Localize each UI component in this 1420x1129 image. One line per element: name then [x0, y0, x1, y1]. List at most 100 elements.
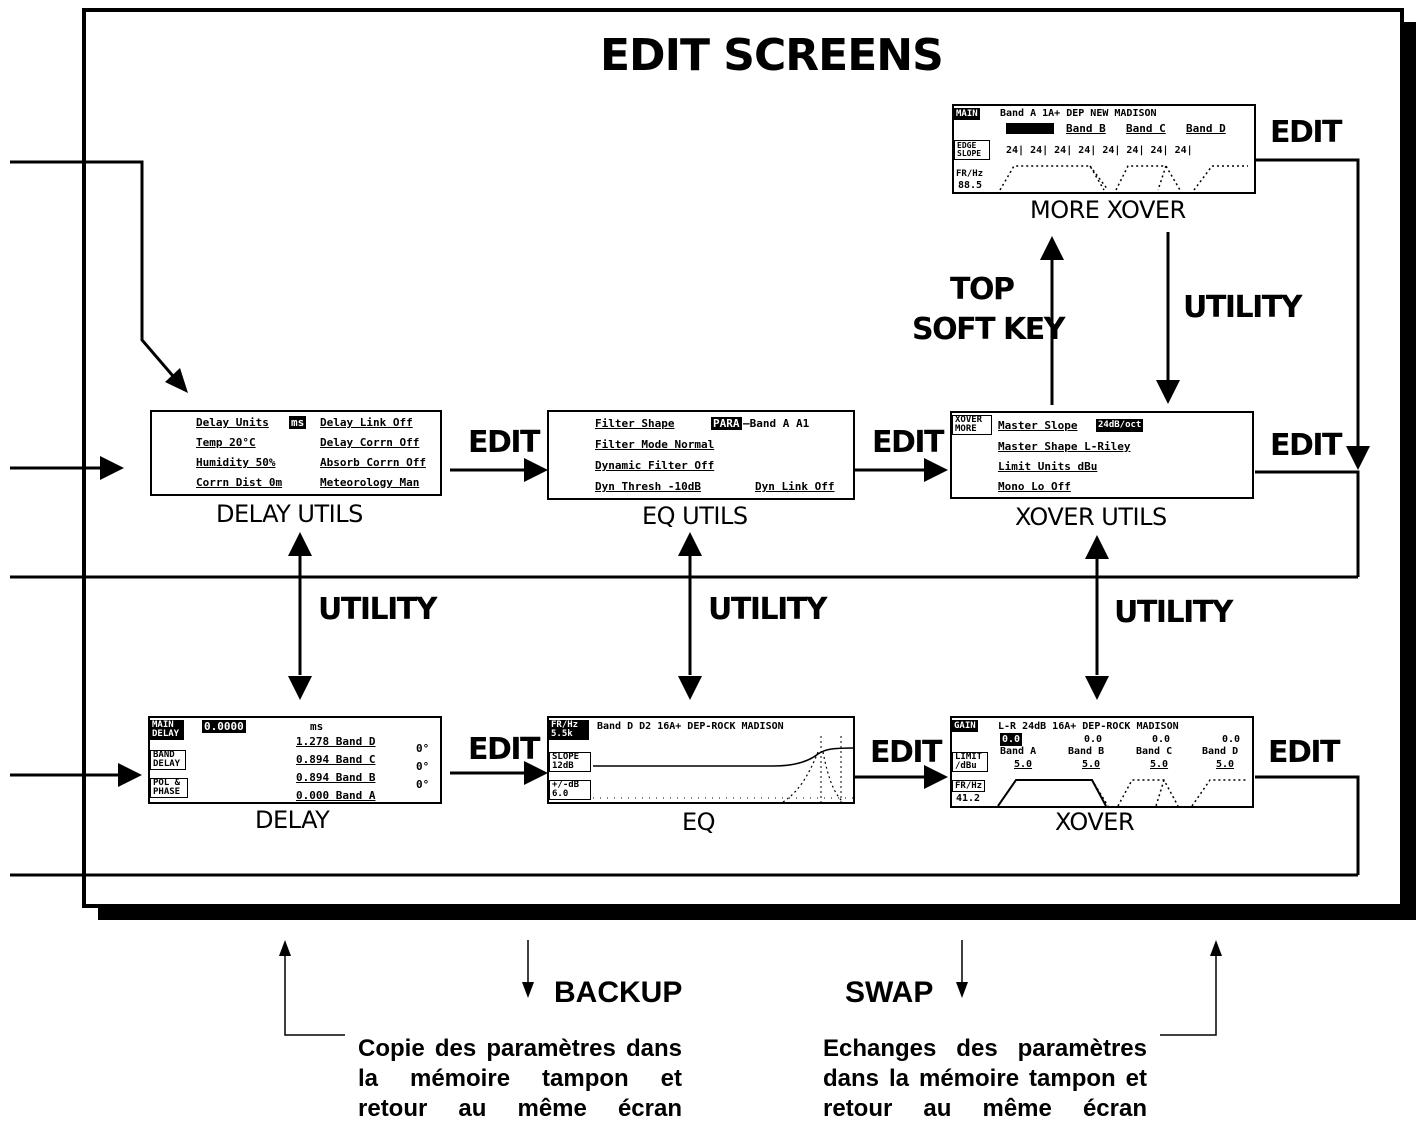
backup-note: Copie des paramètres dans la mémoire tam…	[358, 1035, 682, 1122]
xover-header: L-R 24dB 16A+ DEP-ROCK MADISON	[998, 721, 1179, 732]
gain-band-c: 0.0	[1152, 734, 1171, 745]
more-xover-curve	[999, 165, 1248, 191]
edit-return-more-xover	[1255, 158, 1360, 456]
limit-band-c: 5.0	[1150, 759, 1169, 770]
caption-more-xover: MORE XOVER	[1030, 196, 1186, 224]
slope-values: 24| 24| 24| 24| 24| 24| 24| 24|	[1006, 145, 1193, 156]
edit-label-delay: EDIT	[468, 732, 541, 767]
top-soft-key-label-2: SOFT KEY	[912, 312, 1065, 347]
meteorology-row: Meteorology Man	[320, 476, 420, 489]
side-label-band-delay: BAND DELAY	[150, 750, 186, 770]
edit-return-xover	[1255, 775, 1360, 875]
side-label-main: MAIN	[954, 108, 980, 120]
band-b-delay: 0.894 Band B	[296, 771, 376, 784]
band-c-label: Band C	[1136, 746, 1173, 757]
eq-curve	[593, 736, 853, 802]
band-b-label: Band B	[1068, 746, 1105, 757]
caption-eq-utils: EQ UTILS	[642, 502, 748, 530]
band-a-label: Band A	[1000, 746, 1037, 757]
phase-b: 0°	[416, 778, 430, 791]
side-label-limit: LIMIT /dBu	[952, 752, 988, 772]
xover-curve	[997, 779, 1248, 806]
screen-more-xover: MAIN EDGE SLOPE FR/Hz 88.5 Band A 1A+ DE…	[952, 104, 1256, 194]
screen-xover-utils: XOVER MORE Master Slope 24dB/oct Master …	[950, 411, 1254, 499]
edit-label-xover-utils: EDIT	[1270, 428, 1343, 463]
caption-xover-utils: XOVER UTILS	[1015, 503, 1167, 531]
dynamic-filter-row: Dynamic Filter Off	[595, 459, 715, 472]
screen-eq-utils: Filter Shape PARA —Band A A1 Filter Mode…	[547, 410, 855, 500]
edit-label-eq-utils: EDIT	[872, 425, 945, 460]
master-slope-row: Master Slope	[998, 419, 1078, 432]
phase-c: 0°	[416, 760, 430, 773]
limit-band-d: 5.0	[1216, 759, 1235, 770]
dyn-thresh-row: Dyn Thresh -10dB	[595, 480, 701, 493]
edit-label-more-xover: EDIT	[1270, 115, 1343, 150]
edit-label-delay-utils: EDIT	[468, 425, 541, 460]
utility-label-delay: UTILITY	[318, 592, 437, 627]
delay-units-value: ms	[289, 416, 307, 429]
band-label: —Band A A1	[743, 417, 810, 430]
band-c-label: Band C	[1126, 122, 1166, 135]
edit-label-eq: EDIT	[870, 735, 943, 770]
swap-key-label: SWAP	[845, 976, 934, 1009]
utility-label-eq: UTILITY	[708, 592, 827, 627]
utility-label-more-xover: UTILITY	[1183, 290, 1302, 325]
side-label-slope: SLOPE 12dB	[549, 752, 591, 772]
gain-band-a: 0.0	[1000, 733, 1023, 746]
utility-label-xover: UTILITY	[1114, 595, 1233, 630]
backup-key-label: BACKUP	[554, 976, 683, 1009]
screen-delay-utils: Delay Units ms Temp 20°C Humidity 50% Co…	[150, 410, 442, 496]
screen-xover: GAIN LIMIT /dBu FR/Hz 41.2 L-R 24dB 16A+…	[950, 716, 1254, 808]
filter-shape-value: PARA	[711, 417, 742, 430]
edit-return-xover-utils	[1255, 470, 1360, 577]
caption-eq: EQ	[682, 808, 716, 836]
side-label-gain: GAIN	[952, 720, 978, 732]
limit-band-a: 5.0	[1014, 759, 1033, 770]
delay-unit: ms	[310, 720, 324, 733]
master-slope-value: 24dB/oct	[1096, 419, 1144, 432]
delay-corrn-row: Delay Corrn Off	[320, 436, 420, 449]
master-shape-row: Master Shape L-Riley	[998, 440, 1131, 453]
band-d-label: Band D	[1186, 122, 1226, 135]
humidity-row: Humidity 50%	[196, 456, 276, 469]
band-b-label: Band B	[1066, 122, 1106, 135]
screen-eq: FR/Hz 5.5k SLOPE 12dB +/-dB 6.0 Band D D…	[547, 716, 855, 804]
side-label-pol-phase: POL & PHASE	[150, 778, 188, 798]
side-label-main-delay: MAIN DELAY	[150, 720, 184, 740]
screen-delay: MAIN DELAY BAND DELAY POL & PHASE 0.0000…	[148, 716, 442, 804]
caption-xover: XOVER	[1055, 808, 1135, 836]
temp-row: Temp 20°C	[196, 436, 256, 449]
mono-lo-row: Mono Lo Off	[998, 480, 1071, 493]
main-delay-value: 0.0000	[202, 720, 246, 733]
filter-shape-row: Filter Shape	[595, 417, 675, 430]
absorb-corrn-row: Absorb Corrn Off	[320, 456, 426, 469]
band-a-selected	[1006, 123, 1054, 134]
side-label-fr: FR/Hz 5.5k	[549, 720, 589, 740]
eq-header: Band D D2 16A+ DEP-ROCK MADISON	[597, 721, 784, 732]
fr-value: 41.2	[956, 793, 981, 804]
delay-link-row: Delay Link Off	[320, 416, 413, 429]
header-text: Band A 1A+ DEP NEW MADISON	[1000, 108, 1157, 119]
edit-label-xover: EDIT	[1268, 735, 1341, 770]
band-d-delay: 1.278 Band D	[296, 735, 376, 748]
limit-units-row: Limit Units dBu	[998, 460, 1098, 473]
gain-band-b: 0.0	[1084, 734, 1103, 745]
dyn-link-row: Dyn Link Off	[755, 480, 835, 493]
side-label-edge-slope: EDGE SLOPE	[954, 140, 990, 160]
band-d-label: Band D	[1202, 746, 1239, 757]
caption-delay: DELAY	[255, 806, 330, 834]
fr-value: 88.5	[958, 180, 983, 191]
swap-note: Echanges des paramètres dans la mémoire …	[823, 1035, 1147, 1122]
gain-band-d: 0.0	[1222, 734, 1241, 745]
page-title: EDIT SCREENS	[600, 30, 944, 81]
band-a-delay: 0.000 Band A	[296, 789, 376, 802]
side-label-fr: FR/Hz	[952, 780, 986, 792]
top-soft-key-label-1: TOP	[950, 272, 1015, 307]
filter-mode-row: Filter Mode Normal	[595, 438, 715, 451]
side-label-xover-more: XOVER MORE	[952, 415, 992, 435]
input-line-top	[10, 160, 187, 391]
delay-units-label: Delay Units	[196, 416, 269, 429]
side-label-gain: +/-dB 6.0	[549, 780, 591, 800]
phase-d: 0°	[416, 742, 430, 755]
limit-band-b: 5.0	[1082, 759, 1101, 770]
